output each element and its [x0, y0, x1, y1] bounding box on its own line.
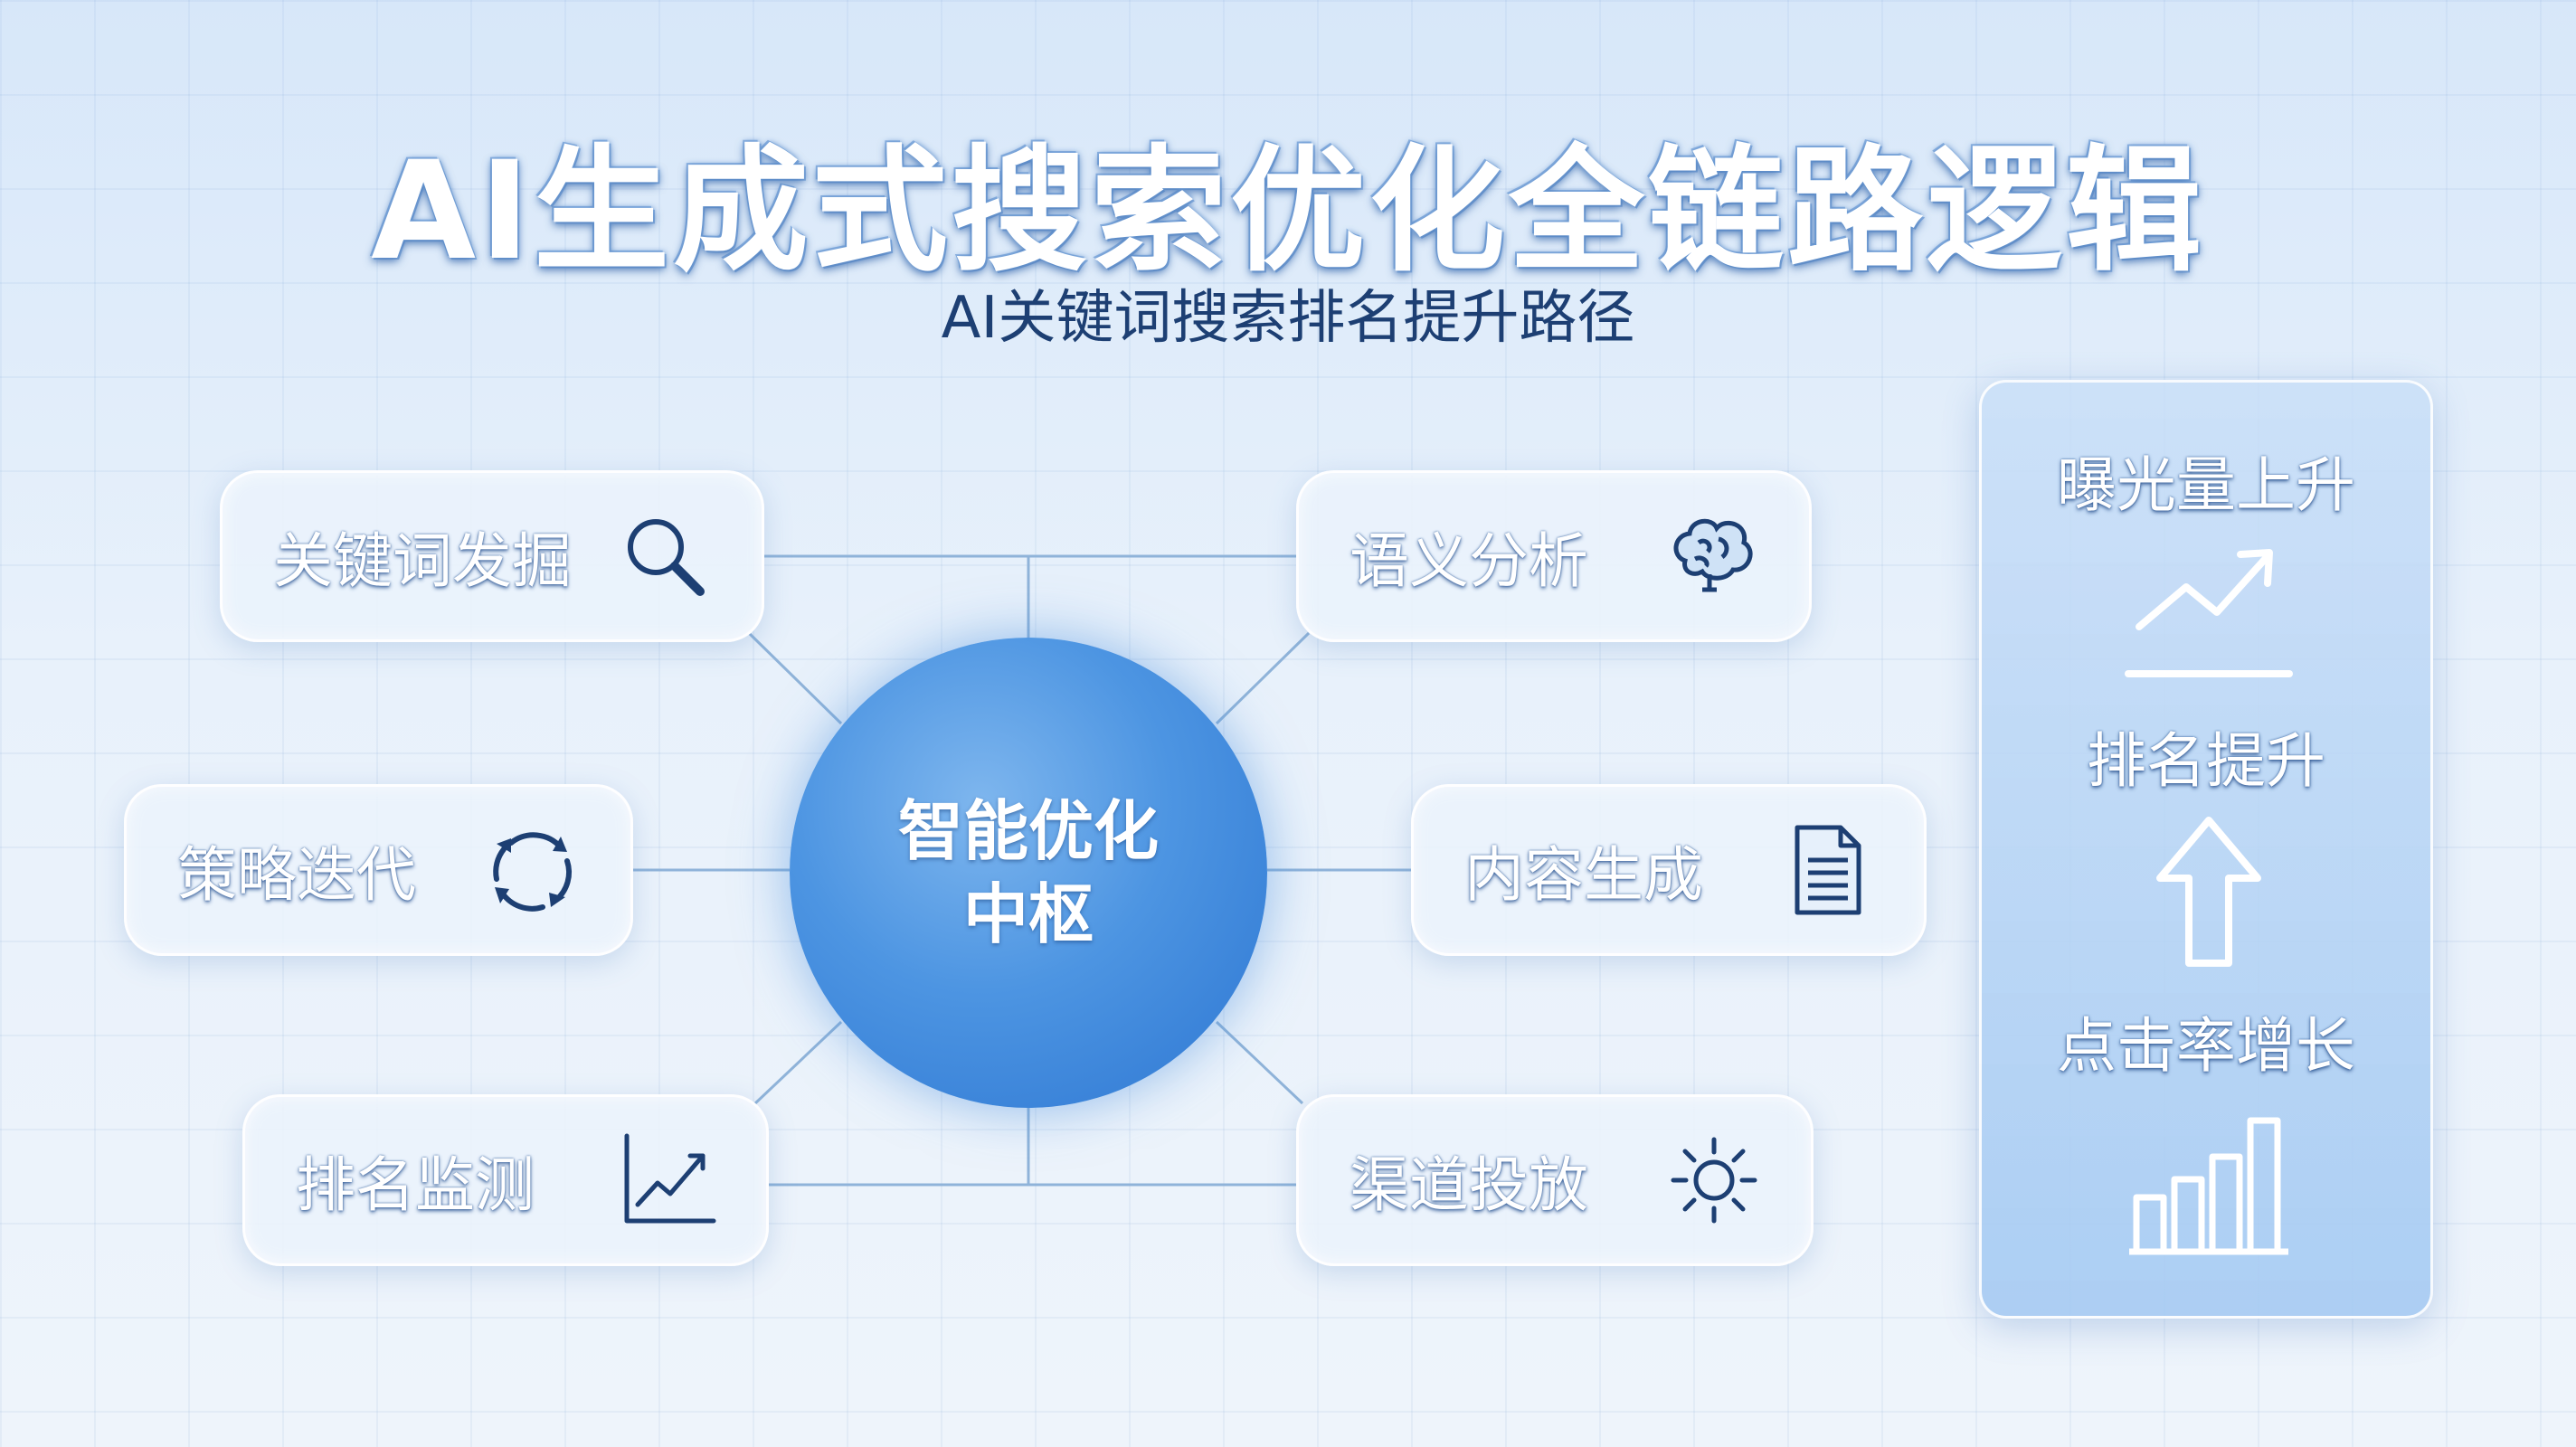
cycle-icon [493, 832, 572, 912]
node-label: 语义分析 [1350, 526, 1588, 596]
trend-up-icon [2125, 549, 2293, 677]
node-ranking-monitoring[interactable]: 排名监测 [242, 1094, 769, 1266]
node-label: 策略迭代 [177, 840, 416, 910]
outcome-ranking-label: 排名提升 [2087, 726, 2325, 796]
node-label: 内容生成 [1464, 840, 1703, 910]
node-semantic-analysis[interactable]: 语义分析 [1296, 470, 1812, 642]
hub-circle: 智能优化 中枢 [790, 638, 1267, 1108]
search-icon [628, 519, 705, 596]
outcome-exposure-label: 曝光量上升 [2057, 450, 2355, 520]
outcomes-panel: 曝光量上升 排名提升 点击率增长 [1979, 380, 2433, 1319]
node-keyword-discovery[interactable]: 关键词发掘 [220, 470, 764, 642]
page-title: AI生成式搜索优化全链路逻辑 [371, 133, 2205, 290]
node-label: 关键词发掘 [273, 526, 572, 596]
page-subtitle: AI关键词搜索排名提升路径 [941, 285, 1635, 352]
bar-chart-icon [2129, 1117, 2288, 1255]
node-content-generation[interactable]: 内容生成 [1411, 784, 1927, 956]
line-chart-icon [624, 1133, 716, 1224]
node-channel-delivery[interactable]: 渠道投放 [1296, 1094, 1814, 1266]
brain-icon [1673, 518, 1753, 592]
node-label: 排名监测 [296, 1150, 535, 1220]
sun-icon [1671, 1137, 1757, 1224]
outcome-ctr-label: 点击率增长 [2057, 1011, 2355, 1081]
document-icon [1795, 825, 1861, 915]
hub-label-line2: 中枢 [962, 876, 1094, 952]
arrow-up-icon [2156, 817, 2261, 967]
hub-label-line1: 智能优化 [897, 793, 1159, 869]
node-strategy-iteration[interactable]: 策略迭代 [124, 784, 633, 956]
node-label: 渠道投放 [1350, 1150, 1588, 1220]
